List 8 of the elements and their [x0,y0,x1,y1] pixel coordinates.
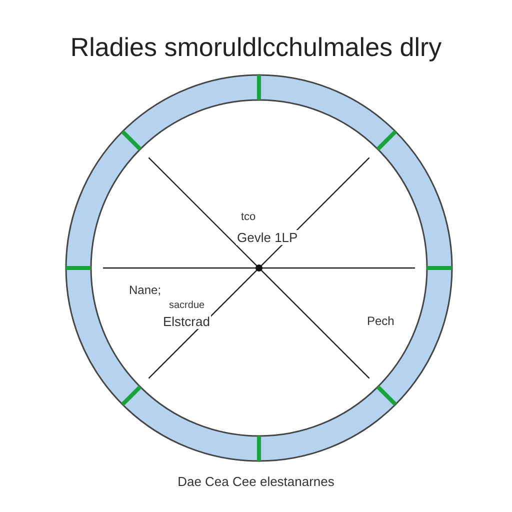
diagram-caption: Dae Cea Cee elestanarnes [176,474,336,489]
segment-label: sacrdue [168,300,206,311]
segment-label: Nane; [128,283,162,297]
diagram-title: Rladies smoruldlcchulmales dlry [69,32,443,63]
segment-label: Elstcrad [162,314,211,329]
segment-label: Pech [366,314,396,328]
segment-label: Gevle 1LP [236,230,299,245]
segment-label: tco [240,211,257,223]
